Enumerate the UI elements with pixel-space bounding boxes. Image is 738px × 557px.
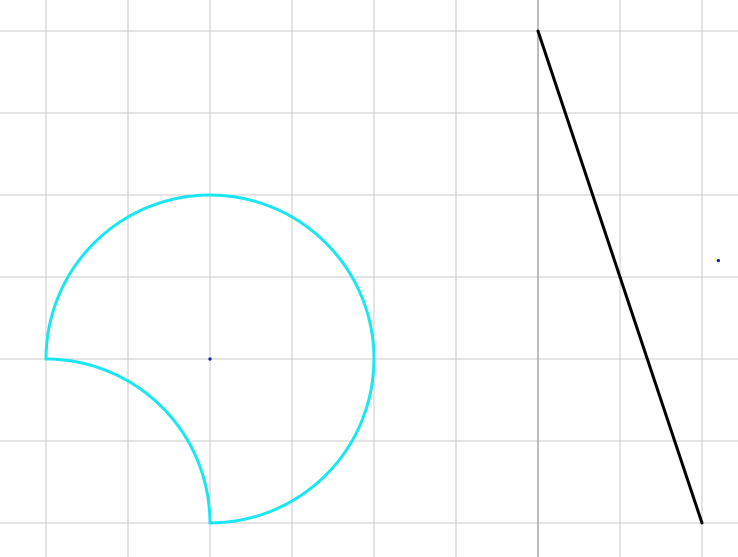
small-point-right[interactable] <box>716 259 721 263</box>
cyan-arc-shape-arc-3[interactable] <box>208 357 376 525</box>
black-segment[interactable] <box>536 29 704 525</box>
cyan-arc-shape-arc-1[interactable] <box>44 193 376 361</box>
segments-layer <box>536 29 704 525</box>
shapes-layer <box>44 193 376 525</box>
arc-center-point[interactable] <box>208 357 212 361</box>
points-layer <box>208 259 721 361</box>
cyan-arc-shape-arc-2[interactable] <box>44 357 212 525</box>
